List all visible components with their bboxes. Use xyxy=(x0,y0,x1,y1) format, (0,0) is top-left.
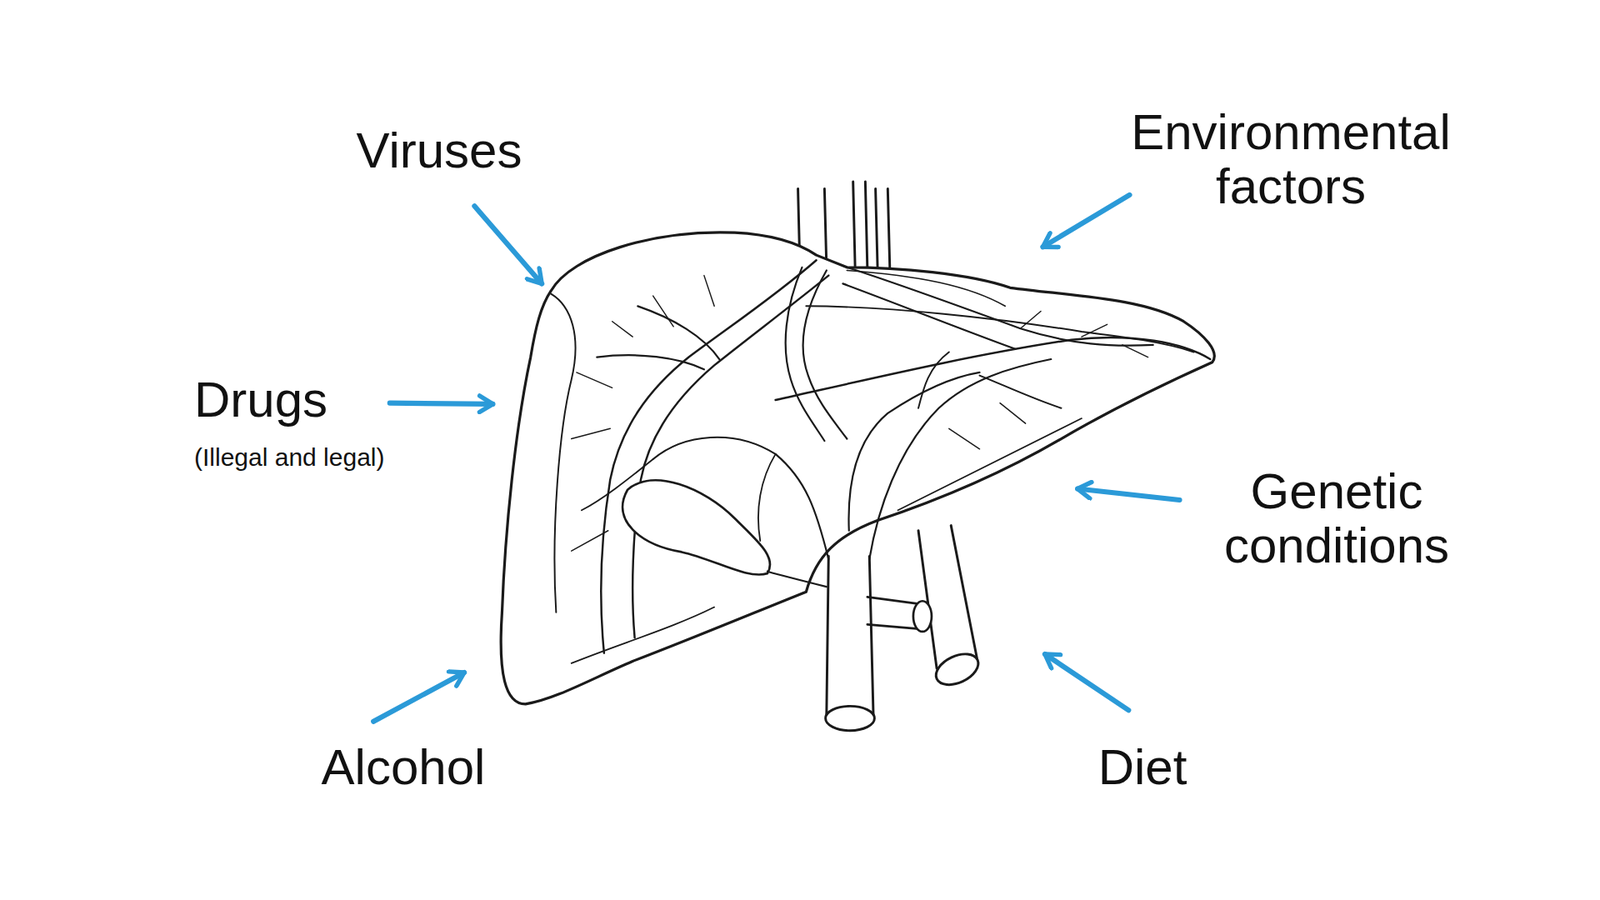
hepatic-vein xyxy=(596,305,720,370)
gallbladder xyxy=(622,480,770,575)
portal-branch xyxy=(869,359,1051,560)
liver-outline xyxy=(500,232,1215,705)
portal-branch xyxy=(918,351,1061,408)
hepatic-vein xyxy=(842,283,1015,349)
cause-label: Diet xyxy=(1098,740,1188,795)
lobe-contour xyxy=(775,337,1211,400)
hepatic-artery xyxy=(918,525,978,669)
cystic-duct xyxy=(767,571,827,587)
cause-label: Drugs xyxy=(194,373,328,428)
hepatic-vein xyxy=(632,275,829,639)
lobe-contour xyxy=(550,294,575,613)
cause-label: Viruses xyxy=(356,124,523,179)
hepatic-artery-end xyxy=(930,647,983,691)
leader-arrow xyxy=(1042,195,1130,247)
cause-label: Alcohol xyxy=(321,740,486,795)
lobe-contour xyxy=(898,418,1082,510)
hepatic-vein xyxy=(785,267,825,441)
bile-duct-end xyxy=(913,600,932,632)
aorta xyxy=(853,181,890,268)
leader-arrow xyxy=(1077,489,1180,500)
cause-label: Genetic conditions xyxy=(1178,465,1495,574)
hepatic-vein xyxy=(802,270,847,439)
leader-arrow xyxy=(390,403,494,405)
cause-label: Environmental factors xyxy=(1115,105,1466,215)
portal-vein xyxy=(826,555,874,720)
cause-note: (Illegal and legal) xyxy=(194,444,385,471)
leader-arrow xyxy=(474,205,542,284)
lobe-contour xyxy=(571,607,715,664)
hepatic-vein xyxy=(846,267,1153,346)
leader-arrow xyxy=(1045,654,1129,710)
portal-vein-end xyxy=(825,705,875,730)
leader-arrow xyxy=(373,672,465,722)
portal-branch xyxy=(848,372,980,531)
